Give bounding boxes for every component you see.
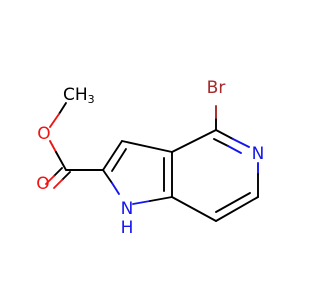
methyl-oxygen-bond (58, 102, 67, 115)
c6-c7-inner-bond (215, 192, 251, 213)
n1-c7a-bond (149, 196, 173, 202)
methyl-oxygen-bond-red (49, 113, 60, 128)
carbonyl-double-bond-1-red (45, 175, 55, 185)
n1-c7a-bond-blue (132, 200, 151, 205)
c4-n5-bond-blue (232, 138, 250, 148)
c4-n5-inner-bond-blue (227, 145, 242, 154)
pyrrole-hydrogen-label: H (121, 218, 134, 238)
c3a-c4-bond (171, 129, 217, 153)
c3-c3a-bond (121, 140, 173, 153)
carbonyl-double-bond-1 (53, 167, 63, 177)
bromine-label: Br (207, 78, 226, 98)
carbonyl-double-bond-2 (61, 171, 71, 181)
chemical-structure: CH3 O O Br N N H (36, 78, 265, 238)
pyrrole-nitrogen-label: N (121, 199, 134, 219)
ester-oxygen-label: O (37, 124, 50, 144)
c2-c3-bond (102, 140, 123, 171)
c2-c3-inner-bond (111, 148, 127, 172)
c6-c7-bond (215, 196, 259, 222)
ester-oxygen-bond-red (49, 140, 57, 153)
pyridine-nitrogen-label: N (252, 144, 265, 164)
c2-n1-bond (102, 169, 113, 184)
c4-n5-bond (215, 129, 234, 140)
ester-oxygen-bond (55, 151, 67, 171)
c4-n5-inner-bond (213, 138, 229, 147)
methyl-label: CH3 (63, 85, 95, 106)
c7-c7a-bond (171, 196, 217, 222)
c2-n1-bond-blue (111, 182, 120, 195)
carbonyl-oxygen-label: O (36, 174, 49, 194)
carbonyl-double-bond-2-red (53, 179, 63, 189)
